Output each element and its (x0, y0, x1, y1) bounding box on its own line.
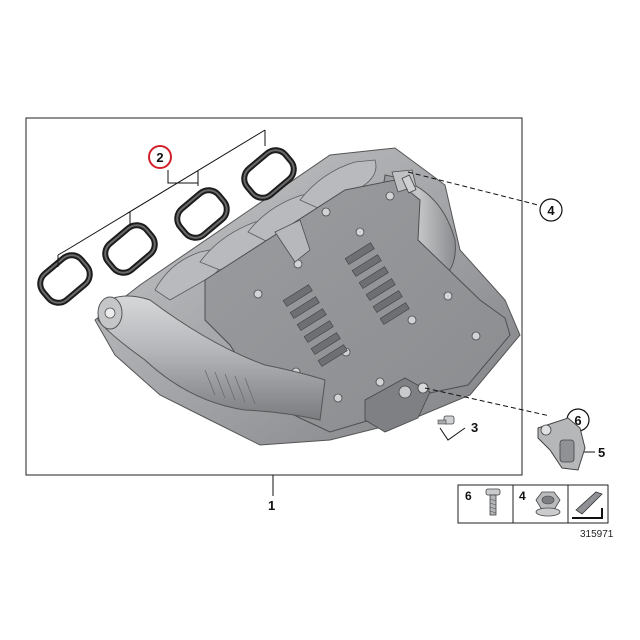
gasket-callout-label: 2 (156, 150, 163, 165)
gasket-highlight-ring (148, 145, 172, 169)
sensor-screw-callout-label: 3 (471, 420, 478, 435)
nut-callout-ring (539, 198, 563, 222)
shim-icon (572, 491, 603, 519)
sensor-callout-label: 5 (598, 445, 605, 460)
diagram-frame (25, 117, 523, 476)
pressure-sensor-illustration (537, 417, 586, 471)
hardware-legend: 6 4 (457, 484, 609, 524)
legend-item-6-number: 6 (465, 489, 472, 503)
gasket-leader-bracket (57, 129, 266, 267)
screw-icon (485, 488, 501, 516)
diagram-reference-number: 315971 (580, 529, 614, 540)
callout-leaders (272, 171, 595, 496)
legend-item-4-number: 4 (519, 489, 526, 503)
gasket-set (37, 147, 297, 306)
main-part-label: 1 (268, 498, 275, 513)
nut-callout-label: 4 (547, 203, 555, 218)
nut-icon (535, 491, 561, 517)
intake-manifold-illustration (94, 147, 521, 446)
screw-callout-label: 6 (574, 413, 581, 428)
